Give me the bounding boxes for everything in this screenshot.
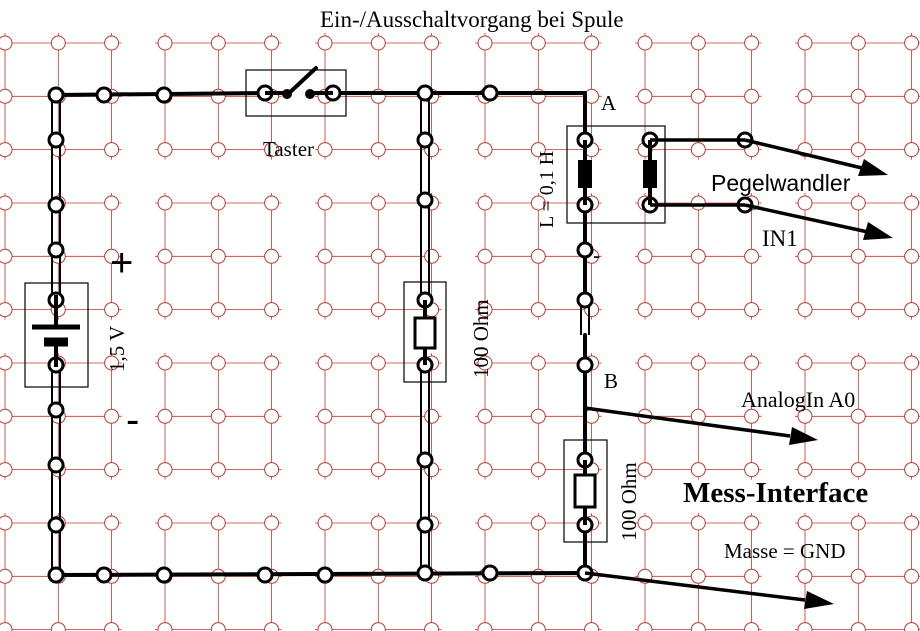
analog-in-label: AnalogIn A0 <box>741 387 855 412</box>
resistor-middle[interactable] <box>403 281 447 383</box>
inductor-pegelwandler[interactable] <box>566 125 666 224</box>
arrow-in1 <box>650 203 893 240</box>
battery-voltage-label: 1,5 V <box>105 326 129 372</box>
components <box>24 66 666 543</box>
resistor-middle-label: 100 Ohm <box>469 299 493 378</box>
inductor-label: L = 0,1 H <box>536 151 558 228</box>
wires <box>54 91 587 577</box>
taster-switch[interactable] <box>245 66 347 117</box>
wire-top-right <box>331 91 587 142</box>
node-a-label: A <box>601 91 617 115</box>
inductor-minus-sign: - <box>593 243 600 268</box>
double-wires <box>51 93 590 575</box>
in1-label: IN1 <box>762 226 798 251</box>
diagram-title: Ein-/Ausschaltvorgang bei Spule <box>320 7 624 32</box>
resistor-right[interactable] <box>563 439 608 543</box>
battery-minus-sign: - <box>126 398 139 442</box>
node-b-label: B <box>604 369 618 393</box>
arrow-analog-in <box>584 406 818 445</box>
interface-label: Mess-Interface <box>683 477 868 509</box>
battery[interactable] <box>24 282 89 388</box>
resistor-right-label: 100 Ohm <box>617 462 641 541</box>
arrow-gnd <box>584 571 834 609</box>
signal-arrows <box>584 138 893 609</box>
arrow-pegelwandler-a <box>650 138 888 176</box>
ground-label: Masse = GND <box>724 539 846 563</box>
battery-plus-sign: + <box>110 241 133 285</box>
taster-label: Taster <box>263 137 314 161</box>
pegelwandler-label: Pegelwandler <box>711 170 851 196</box>
